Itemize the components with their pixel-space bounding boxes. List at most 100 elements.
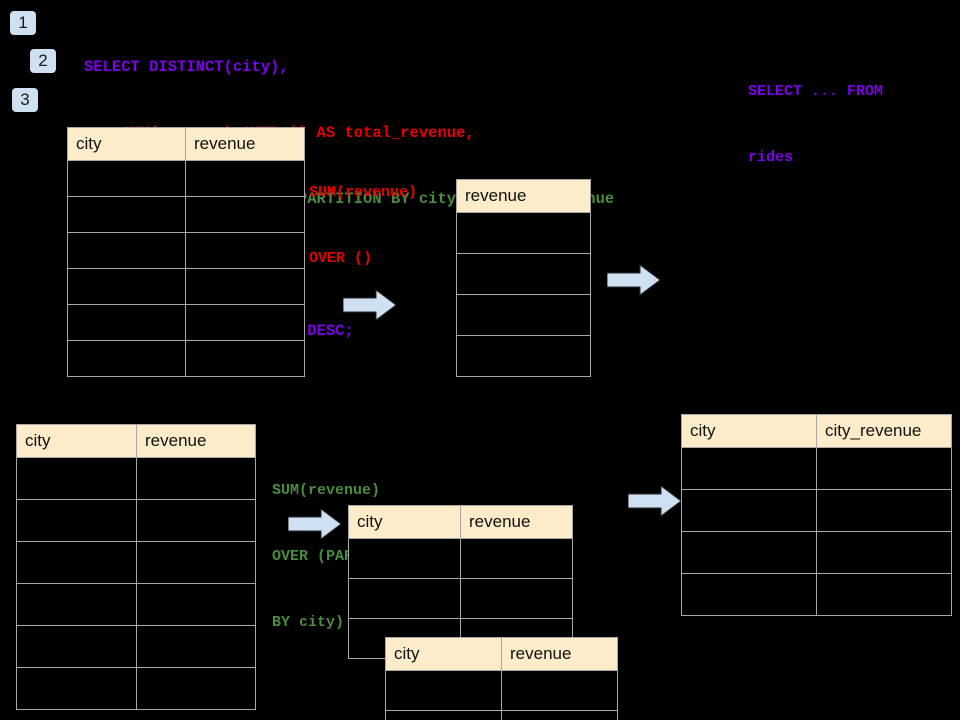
cell-revenue [460, 578, 573, 619]
column-header-city-revenue: city_revenue [816, 414, 952, 448]
cell-city [16, 457, 137, 500]
table-row [348, 578, 573, 619]
step-badge-2: 2 [30, 49, 56, 73]
cell-city [67, 268, 186, 305]
arrow-total-to-result [606, 263, 661, 297]
column-header-revenue: revenue [185, 127, 305, 161]
cell-revenue [136, 667, 256, 710]
table-row [456, 212, 591, 254]
cell-city [681, 573, 817, 616]
cell-revenue [185, 268, 305, 305]
table-header-row: city revenue [16, 424, 256, 458]
result-table: city city_revenue [681, 414, 952, 616]
table-row [681, 573, 952, 616]
annotation-select-from-rides-line1: SELECT ... FROM [748, 83, 884, 100]
total-revenue-table: revenue [456, 179, 591, 377]
table-row [67, 232, 305, 269]
cell-revenue [136, 625, 256, 668]
table-row [67, 160, 305, 197]
table-header-row: city revenue [67, 127, 305, 161]
table-row [456, 253, 591, 295]
source-table-bottom: city revenue [16, 424, 256, 710]
cell-revenue [456, 294, 591, 336]
step-badge-1: 1 [10, 11, 36, 35]
column-header-city: city [16, 424, 137, 458]
cell-city-revenue [816, 447, 952, 490]
cell-city [385, 710, 502, 720]
cell-revenue [185, 196, 305, 233]
cell-city [67, 196, 186, 233]
table-row [681, 531, 952, 574]
cell-city [67, 160, 186, 197]
cell-city [681, 447, 817, 490]
cell-revenue [185, 340, 305, 377]
cell-city [16, 541, 137, 584]
annotation-sum-over-empty-line1: SUM(revenue) [309, 184, 418, 201]
cell-revenue [460, 538, 573, 579]
cell-revenue [185, 160, 305, 197]
sql-line-select: SELECT DISTINCT(city), [84, 58, 289, 76]
table-row [348, 538, 573, 579]
column-header-city: city [348, 505, 461, 539]
annotation-sum-over-empty: SUM(revenue) OVER () [309, 138, 417, 314]
annotation-select-from-rides: SELECT ... FROM rides [748, 37, 883, 213]
source-table-top: city revenue [67, 127, 305, 377]
column-header-city: city [67, 127, 186, 161]
table-row [16, 499, 256, 542]
table-row [16, 583, 256, 626]
cell-revenue [501, 670, 618, 711]
cell-revenue [501, 710, 618, 720]
table-header-row: city city_revenue [681, 414, 952, 448]
cell-city-revenue [816, 489, 952, 532]
cell-city [16, 583, 137, 626]
table-row [456, 294, 591, 336]
annotation-sum-over-partition-line1: SUM(revenue) [272, 482, 381, 499]
annotation-select-from-rides-line2: rides [748, 149, 794, 166]
cell-revenue [136, 457, 256, 500]
column-header-revenue: revenue [136, 424, 256, 458]
arrow-source-to-partition [287, 507, 342, 541]
cell-revenue [136, 583, 256, 626]
table-row [67, 196, 305, 233]
annotation-sum-over-empty-line2: OVER () [309, 250, 373, 267]
cell-revenue [185, 304, 305, 341]
table-header-row: city revenue [348, 505, 573, 539]
arrow-partition-to-result [627, 484, 682, 518]
annotation-sum-over-partition-line3: BY city) [272, 614, 345, 631]
column-header-city: city [681, 414, 817, 448]
table-row [67, 268, 305, 305]
table-row [681, 447, 952, 490]
cell-revenue [136, 541, 256, 584]
cell-city [16, 667, 137, 710]
cell-city [348, 578, 461, 619]
table-header-row: city revenue [385, 637, 618, 671]
cell-city [16, 499, 137, 542]
cell-city-revenue [816, 531, 952, 574]
table-row [456, 335, 591, 377]
column-header-revenue: revenue [460, 505, 573, 539]
table-row [16, 541, 256, 584]
annotation-sum-over-partition: SUM(revenue) OVER (PARTITION BY city) [272, 436, 407, 678]
column-header-city: city [385, 637, 502, 671]
cell-city [348, 538, 461, 579]
table-row [16, 457, 256, 500]
table-row [67, 340, 305, 377]
cell-revenue [185, 232, 305, 269]
cell-city [385, 670, 502, 711]
table-header-row: revenue [456, 179, 591, 213]
cell-city [681, 531, 817, 574]
cell-revenue [136, 499, 256, 542]
table-row [16, 667, 256, 710]
cell-city [67, 340, 186, 377]
partition-table-front: city revenue [385, 637, 618, 720]
cell-city [681, 489, 817, 532]
column-header-revenue: revenue [456, 179, 591, 213]
cell-city [67, 304, 186, 341]
cell-city [16, 625, 137, 668]
partition-table-back: city revenue [348, 505, 573, 659]
cell-city-revenue [816, 573, 952, 616]
cell-city [67, 232, 186, 269]
step-badge-3: 3 [12, 88, 38, 112]
cell-revenue [456, 335, 591, 377]
